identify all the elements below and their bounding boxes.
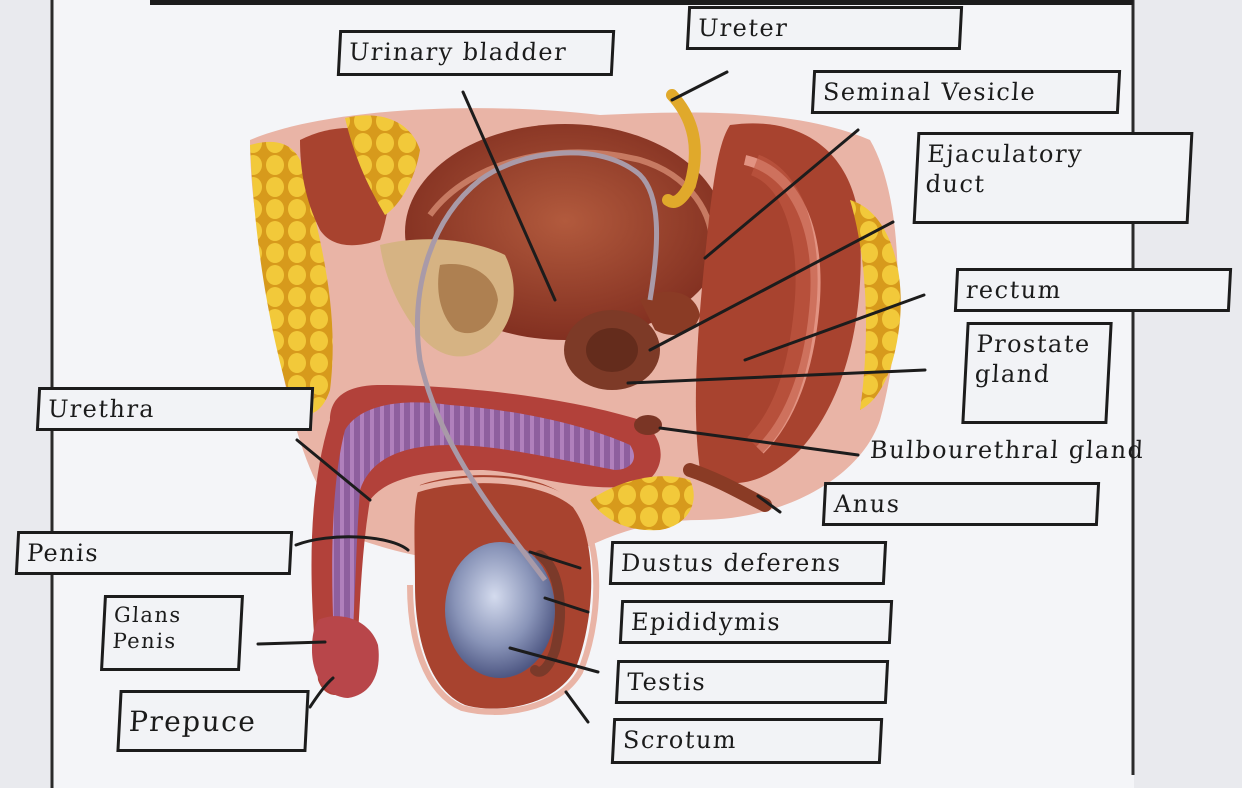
label-prostate-gland: Prostate gland <box>961 322 1112 424</box>
label-bulbourethral-gland: Bulbourethral gland <box>869 436 1145 464</box>
label-glans-penis: Glans Penis <box>100 595 244 671</box>
leader-glans <box>258 642 325 644</box>
label-rectum: rectum <box>954 268 1232 312</box>
label-urethra: Urethra <box>36 387 314 431</box>
label-testis: Testis <box>615 660 889 704</box>
label-ejaculatory-duct: Ejaculatory duct <box>913 132 1194 224</box>
label-epididymis: Epididymis <box>619 600 893 644</box>
label-ductus-deferens: Dustus deferens <box>609 541 887 585</box>
label-penis: Penis <box>15 531 293 575</box>
label-scrotum: Scrotum <box>611 718 883 764</box>
label-ureter: Ureter <box>686 6 963 50</box>
label-anus: Anus <box>822 482 1100 526</box>
bulbourethral-shape <box>634 415 662 435</box>
label-urinary-bladder: Urinary bladder <box>337 30 615 76</box>
label-prepuce: Prepuce <box>116 690 309 752</box>
prostate-core <box>586 328 638 372</box>
label-seminal-vesicle: Seminal Vesicle <box>811 70 1121 114</box>
testis-shape <box>445 542 555 678</box>
